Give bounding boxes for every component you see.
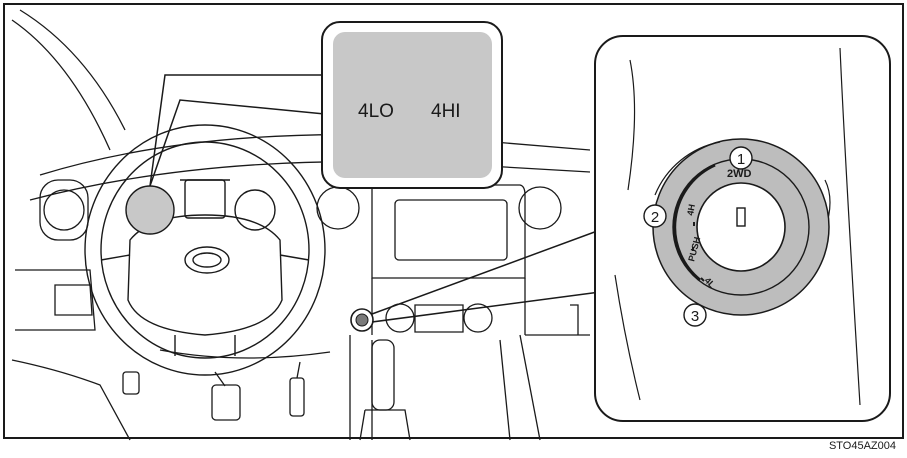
steering-wheel-hub xyxy=(127,214,283,336)
center-stack-lower xyxy=(349,334,541,441)
detail-bg-line-2 xyxy=(839,47,861,406)
indicator-label-4lo: 4LO xyxy=(358,101,394,122)
indicator-callout-box-inner xyxy=(333,32,492,178)
position-3-number: 3 xyxy=(691,308,699,325)
detail-bg-line-1 xyxy=(627,59,636,191)
steering-wheel-rim-outer xyxy=(84,124,326,376)
indicator-callout-lines xyxy=(149,74,336,187)
dashboard-line-art xyxy=(11,9,591,441)
climate-control-panel xyxy=(414,304,464,333)
switch-callout-line-upper xyxy=(371,229,601,315)
left-vent-housing xyxy=(39,179,89,241)
steering-wheel-spokes xyxy=(100,254,310,261)
center-right-vent xyxy=(518,186,562,230)
dial-label-dashes xyxy=(692,222,705,282)
callout-line-upper xyxy=(149,74,335,187)
4wd-control-switch-knob xyxy=(355,313,369,327)
parking-pedal xyxy=(122,371,140,395)
position-callout-1: 1 xyxy=(729,146,753,170)
position-3-circle xyxy=(683,303,707,327)
climate-knob-right xyxy=(463,303,493,333)
steering-wheel xyxy=(84,124,326,376)
steering-column-cover xyxy=(159,349,331,359)
detail-bg-line-3 xyxy=(614,274,641,401)
position-2-number: 2 xyxy=(651,209,659,226)
a-pillar-left-inner xyxy=(19,9,126,131)
position-1-number: 1 xyxy=(737,151,745,168)
left-footwell-edge xyxy=(11,359,131,441)
switch-callout-lines xyxy=(371,229,601,323)
instrument-gauge-right xyxy=(234,189,276,231)
dial-position-indicator xyxy=(736,207,746,227)
dial-outer-ring-highlight xyxy=(654,141,721,196)
switch-callout-line-lower xyxy=(371,291,601,323)
detail-background-lines xyxy=(614,47,861,406)
steering-wheel-emblem-inner xyxy=(192,252,222,268)
dial-mode-arc xyxy=(673,163,716,282)
indicator-highlight-circle xyxy=(125,185,175,235)
dial-center-cap xyxy=(696,182,786,272)
left-switch-panel xyxy=(54,284,93,316)
gear-shift-boot xyxy=(359,409,411,441)
position-2-circle xyxy=(643,204,667,228)
left-lower-panel xyxy=(15,269,96,331)
a-pillar-left xyxy=(11,19,111,151)
position-callout-3: 3 xyxy=(683,303,707,327)
brake-pedal xyxy=(211,384,241,421)
steering-wheel-rim-inner xyxy=(100,141,310,359)
dial-label-4h: 4H xyxy=(685,203,697,216)
indicator-label-4hi: 4HI xyxy=(431,101,461,122)
callout-line-lower xyxy=(149,99,336,187)
steering-wheel-emblem xyxy=(184,246,230,274)
position-callout-2: 2 xyxy=(643,204,667,228)
position-1-circle xyxy=(729,146,753,170)
center-display xyxy=(394,199,508,261)
figure-code: STO45AZ004 xyxy=(829,440,896,452)
left-air-vent xyxy=(43,189,85,231)
dial-label-2wd: 2WD xyxy=(727,168,752,180)
steering-wheel-lower-spoke xyxy=(174,335,236,356)
right-dash-detail xyxy=(570,304,579,335)
center-console-bezel xyxy=(371,184,526,279)
